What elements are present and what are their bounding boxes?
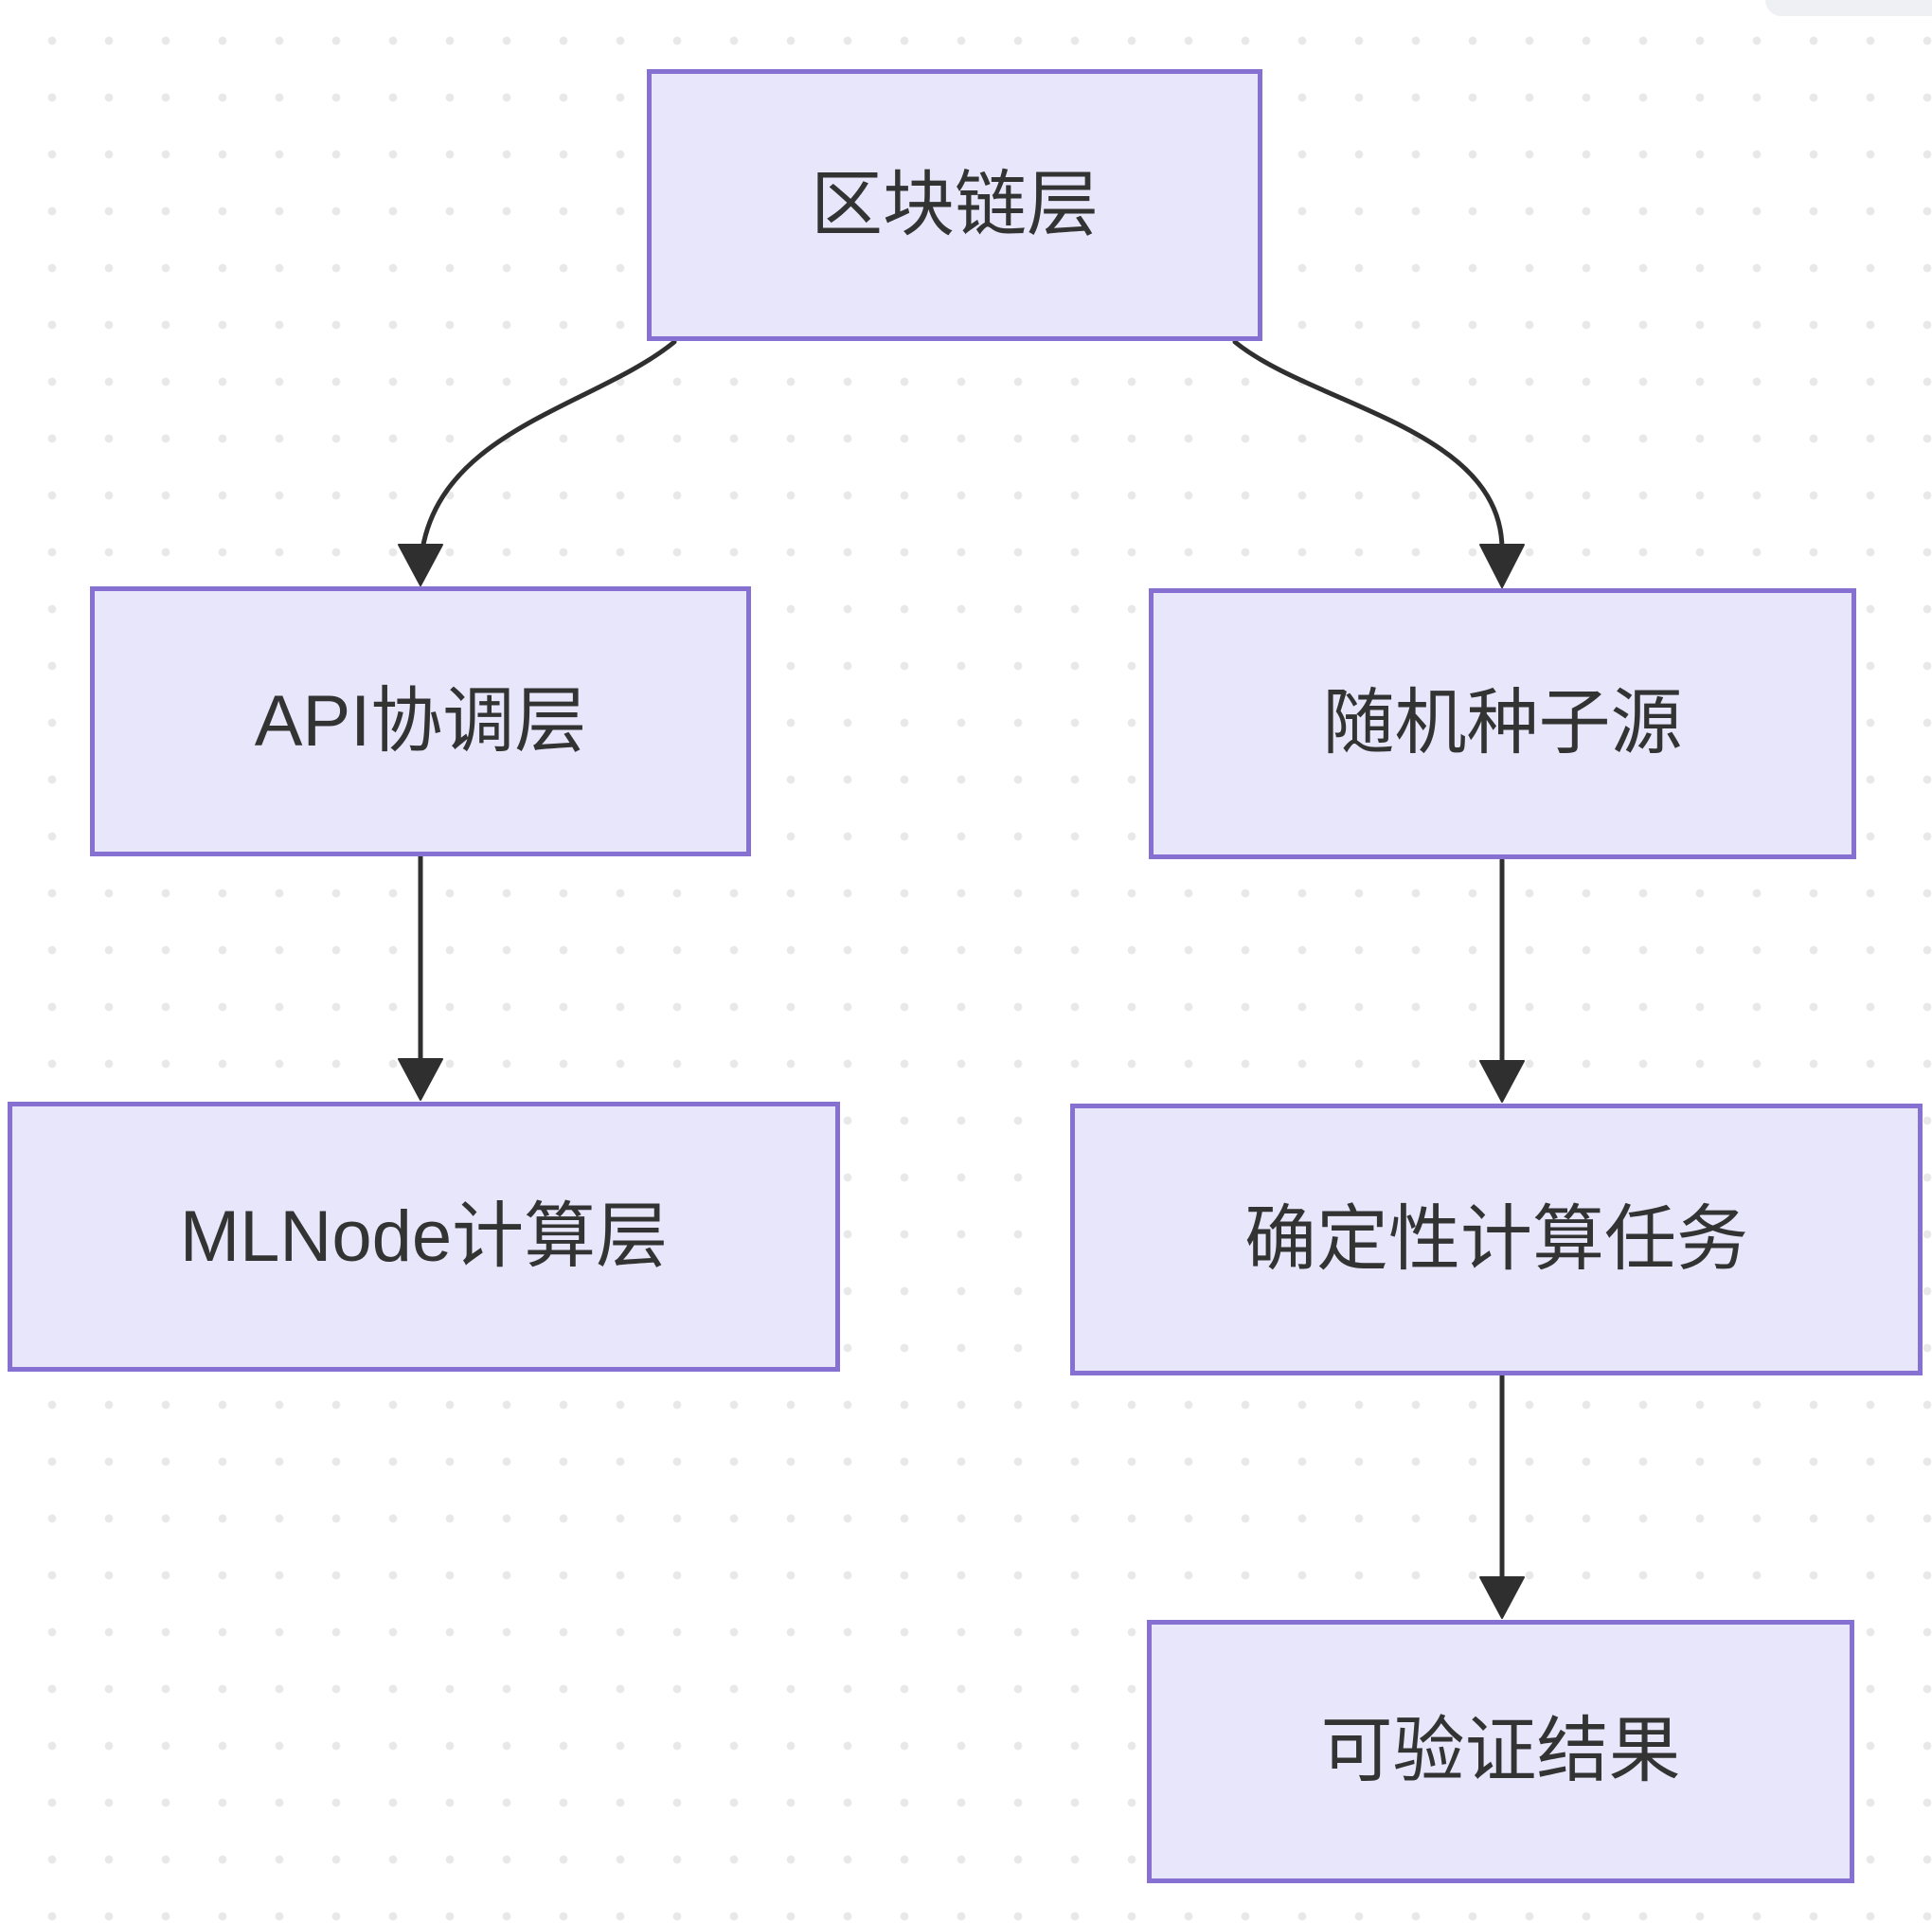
- node-task: 确定性计算任务: [1070, 1104, 1923, 1375]
- node-mlnode-label: MLNode计算层: [179, 1195, 669, 1277]
- edge-seed-to-task: [1479, 857, 1525, 1103]
- arrowhead-down-icon: [1479, 544, 1525, 588]
- node-api-label: API协调层: [254, 680, 587, 762]
- node-api: API协调层: [90, 586, 751, 856]
- arrowhead-down-icon: [398, 1058, 443, 1101]
- node-seed: 随机种子源: [1149, 588, 1856, 859]
- corner-panel-fragment: [1765, 0, 1932, 16]
- node-blockchain: 区块链层: [647, 69, 1262, 341]
- node-result-label: 可验证结果: [1320, 1711, 1681, 1792]
- arrowhead-down-icon: [398, 544, 443, 586]
- edge-task-to-result: [1479, 1373, 1525, 1619]
- arrowhead-down-icon: [1479, 1576, 1525, 1619]
- edge-api-to-mlnode: [398, 854, 443, 1101]
- node-seed-label: 随机种子源: [1322, 683, 1683, 764]
- node-result: 可验证结果: [1147, 1620, 1854, 1883]
- node-mlnode: MLNode计算层: [8, 1102, 840, 1372]
- node-blockchain-label: 区块链层: [811, 164, 1099, 245]
- edge-blockchain-to-seed: [1232, 339, 1525, 588]
- arrowhead-down-icon: [1479, 1060, 1525, 1103]
- node-task-label: 确定性计算任务: [1244, 1198, 1748, 1280]
- edge-blockchain-to-api: [398, 339, 677, 586]
